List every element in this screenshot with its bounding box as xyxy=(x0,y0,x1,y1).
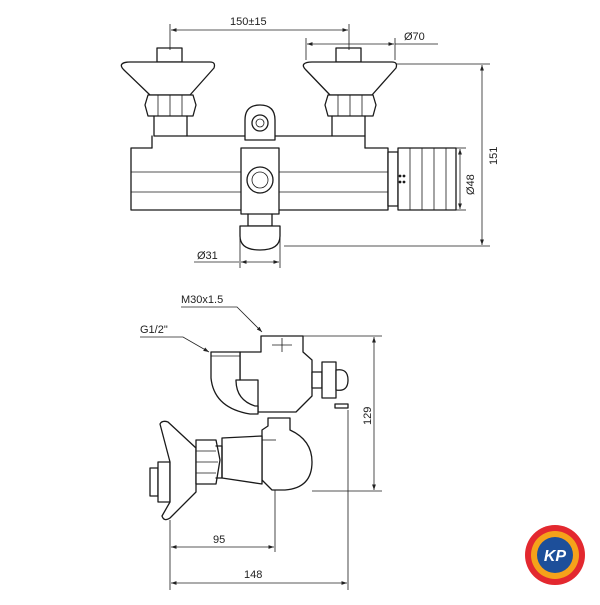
inlet-label: G1/2" xyxy=(140,324,168,336)
handle-diameter-label: Ø70 xyxy=(404,31,425,43)
leader-thread: M30x1.5 xyxy=(181,294,263,333)
dimension-depth: 95 xyxy=(169,490,276,590)
outlet-diameter-label: Ø31 xyxy=(197,250,218,262)
ball-valve xyxy=(221,417,313,491)
front-view: 150±15 Ø70 151 Ø48 xyxy=(120,16,500,268)
thread-label: M30x1.5 xyxy=(181,294,223,306)
dimension-handle-diameter: Ø70 xyxy=(305,31,438,60)
logo-text: KP xyxy=(544,548,567,565)
width-label: 150±15 xyxy=(230,16,267,28)
upper-body xyxy=(239,335,313,413)
dimension-width: 150±15 xyxy=(169,16,350,50)
dimension-total-depth: 148 xyxy=(171,410,349,590)
side-view: M30x1.5 G1/2" 129 95 148 xyxy=(140,294,382,590)
total-depth-label: 148 xyxy=(244,569,262,581)
dimension-side-height: 129 xyxy=(303,335,382,492)
depth-label: 95 xyxy=(213,534,225,546)
body-diameter-label: Ø48 xyxy=(465,174,477,195)
right-handle xyxy=(302,47,398,137)
height-label: 151 xyxy=(488,147,500,165)
dimension-height: 151 xyxy=(284,63,500,247)
logo-core xyxy=(537,537,573,573)
side-handle xyxy=(149,420,223,521)
side-height-label: 129 xyxy=(362,407,374,425)
side-knob xyxy=(311,361,349,409)
leader-inlet: G1/2" xyxy=(140,324,210,353)
central-outlet xyxy=(239,147,281,251)
thermostat-cap xyxy=(387,147,457,211)
left-handle xyxy=(120,47,216,137)
diverter-knob xyxy=(244,104,276,141)
dimension-body-diameter: Ø48 xyxy=(456,147,477,211)
inlet-pipe xyxy=(210,351,259,415)
dimension-outlet-diameter: Ø31 xyxy=(194,236,281,268)
brand-logo: KP xyxy=(525,525,585,585)
